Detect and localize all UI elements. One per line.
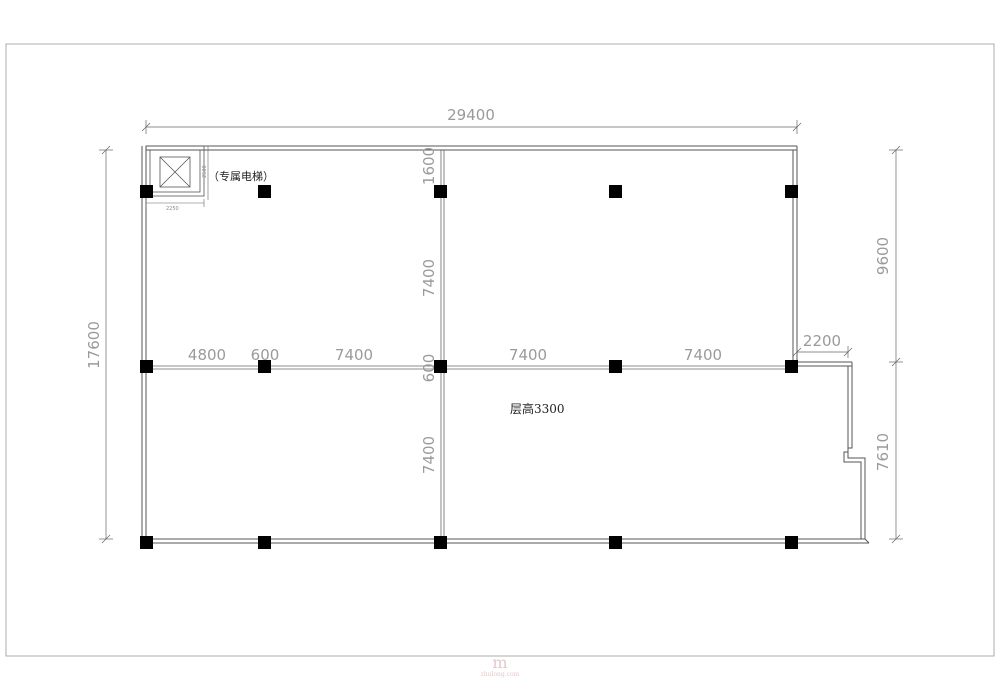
span-label: 4800 <box>188 346 226 364</box>
column <box>609 360 622 373</box>
column <box>140 185 153 198</box>
column <box>140 536 153 549</box>
elevator-dims <box>145 145 212 207</box>
column <box>785 185 798 198</box>
sheet-border <box>5 43 995 657</box>
span-label: 7400 <box>509 346 547 364</box>
column <box>258 536 271 549</box>
span-label: 7400 <box>335 346 373 364</box>
span-label: 7400 <box>684 346 722 364</box>
column <box>258 360 271 373</box>
elevator-height-label: 2500 <box>202 165 208 178</box>
column <box>434 185 447 198</box>
bottom-depth-label: 7610 <box>874 433 892 471</box>
column <box>434 360 447 373</box>
column <box>785 360 798 373</box>
span-label: 600 <box>251 346 280 364</box>
elevator-note: （专属电梯） <box>208 169 274 183</box>
elevator-shaft <box>145 145 205 197</box>
dimension-lines <box>99 120 903 544</box>
columns <box>140 185 798 549</box>
column <box>609 536 622 549</box>
overall-depth-label: 17600 <box>85 321 103 369</box>
offset-mid-label: 600 <box>420 354 438 383</box>
floor-height-note: 层高3300 <box>510 401 565 416</box>
outer-walls <box>141 145 870 544</box>
offset-top-label: 1600 <box>420 147 438 185</box>
column <box>609 185 622 198</box>
watermark-text: zhulong.com <box>481 671 520 678</box>
vertical-span-upper-label: 7400 <box>420 259 438 297</box>
column <box>785 536 798 549</box>
overall-width-label: 29400 <box>447 106 495 124</box>
top-depth-label: 9600 <box>874 237 892 275</box>
grid-lines <box>146 150 792 539</box>
column <box>140 360 153 373</box>
wing-width-label: 2200 <box>803 332 841 350</box>
watermark-logo: m <box>492 653 507 672</box>
column <box>258 185 271 198</box>
elevator-width-label: 2250 <box>166 206 179 212</box>
column <box>434 536 447 549</box>
vertical-span-lower-label: 7400 <box>420 436 438 474</box>
